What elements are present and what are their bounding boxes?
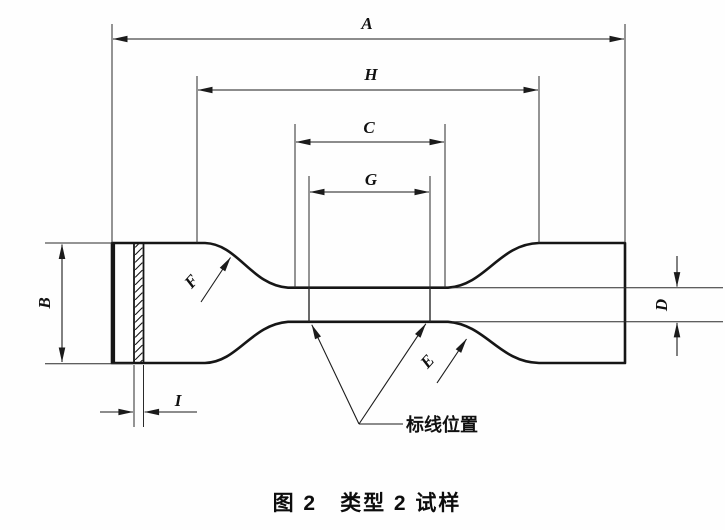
label-f: F [180,270,203,292]
dimension-labels: A H C G B D F E I [35,14,671,410]
e-leader-arrow [436,338,467,384]
f-leader-arrow [200,257,231,303]
label-b: B [35,297,54,309]
specimen-outline [110,241,627,365]
label-i: I [174,391,183,410]
gauge-leader-left [311,324,360,425]
dimension-lines [58,35,681,416]
label-e: E [416,351,438,373]
label-d: D [652,299,671,312]
gauge-leader-right [358,323,427,425]
gauge-position-label: 标线位置 [405,414,478,435]
extension-lines [45,24,723,427]
leader-arrows [200,257,467,425]
label-h: H [363,65,378,84]
label-g: G [365,170,378,189]
label-a: A [360,14,372,33]
figure-caption: 图 2 类型 2 试样 [273,491,462,515]
label-c: C [363,118,375,137]
clamp-hatch-strip [133,243,145,363]
